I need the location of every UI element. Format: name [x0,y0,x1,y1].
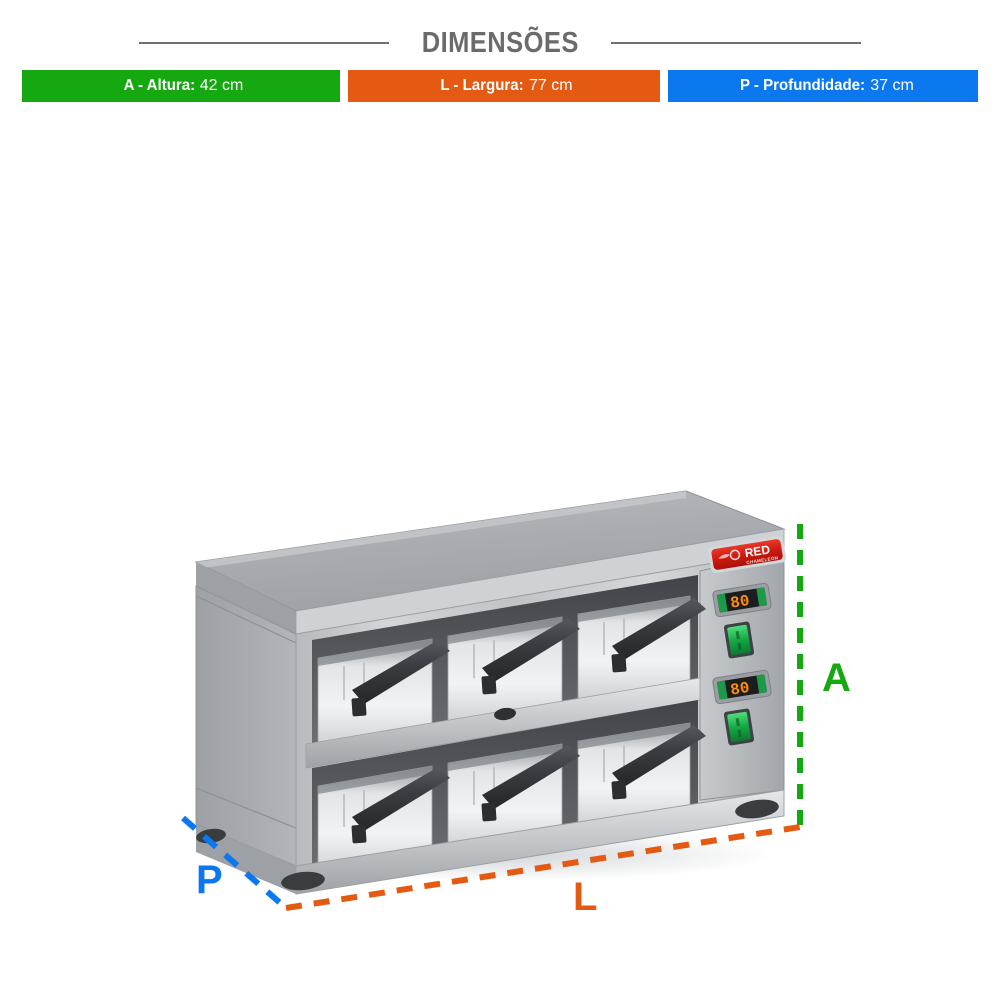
shelf-2-handles [351,725,706,844]
page-title: DIMENSÕES [421,26,579,59]
shelf-1-latch[interactable] [493,707,516,722]
handle-bracket [611,653,627,673]
cabinet-left-panel [195,585,297,867]
handle-bracket [481,675,497,695]
bin-rim [448,744,562,771]
left-panel-seam-top [195,595,297,644]
dimension-bar-largura-value: 77 cm [529,77,573,94]
foot-front-left [281,871,325,891]
display-led-left [716,680,728,700]
bin-handle[interactable] [352,640,450,704]
width-dimension-line [285,824,801,911]
bin-rim [448,617,562,644]
display-led-right [756,587,768,607]
dimension-bar-altura-value: 42 cm [199,77,244,94]
switch-mark-bottom [737,642,742,651]
badge-line2: CHAMELEON [746,555,779,565]
switch-rocker[interactable] [727,624,751,656]
width-dimension-letter: L [573,875,598,919]
switch-rocker[interactable] [727,711,751,743]
display-bottom-value: 80 [729,679,751,700]
display-led-right [756,674,768,694]
cabinet-base-left [196,824,296,894]
dimension-bar-profundidade-label: P - Profundidade: [740,77,866,94]
chameleon-icon [718,554,730,559]
depth-dimension-letter: P [196,858,223,902]
bin-rim [318,766,432,794]
bin-rim [318,639,432,666]
display-screen [717,674,767,700]
bin-handle[interactable] [612,598,706,660]
switch-mark-top [735,717,740,727]
display-led-left [716,593,728,613]
handle-bracket [481,802,497,822]
left-panel-seam-bottom [195,787,297,829]
brand-badge: RED CHAMELEON [708,535,787,574]
bin-handle[interactable] [352,767,450,831]
title-rule-left [138,42,389,44]
title-rule-right [611,42,862,44]
digital-display-bottom[interactable]: 80 [712,669,772,705]
bin-handle[interactable] [482,618,580,682]
height-dimension-letter: A [822,656,851,700]
switch-mark-bottom [737,729,742,738]
dimension-bars: A - Altura: 42 cm L - Largura: 77 cm P -… [22,70,978,102]
top-edge-highlight [196,491,686,569]
digital-display-top[interactable]: 80 [712,582,772,618]
foot-front-right [735,799,779,819]
power-switch-bottom[interactable] [723,708,755,746]
dimension-bar-largura: L - Largura: 77 cm [348,70,660,102]
bin-handle[interactable] [612,725,706,787]
dimension-bar-altura: A - Altura: 42 cm [22,70,340,102]
badge-fill [711,539,783,570]
depth-dimension-line [181,815,288,911]
top-left-lip [196,562,296,634]
handle-bracket [611,780,627,800]
badge-content: RED CHAMELEON [718,542,779,565]
bin-rim [578,596,690,622]
shelf-1-handles [351,598,706,717]
display-screen [717,587,767,613]
bin-rim [578,723,690,749]
switch-mark-top [735,630,740,640]
shelf-1-rail [305,677,701,769]
dimension-bar-altura-label: A - Altura: [123,77,195,94]
handle-bracket [351,824,367,844]
dimension-bar-largura-label: L - Largura: [440,77,525,94]
badge-swirl-icon [729,549,741,561]
display-top-value: 80 [729,592,751,613]
bin-handle[interactable] [482,745,580,809]
power-switch-top[interactable] [723,621,755,659]
dimension-bar-profundidade-value: 37 cm [870,77,914,94]
handle-bracket [351,697,367,717]
dimension-bar-profundidade: P - Profundidade: 37 cm [668,70,978,102]
page-title-row: DIMENSÕES [0,24,1000,62]
badge-line1: RED [744,542,772,560]
